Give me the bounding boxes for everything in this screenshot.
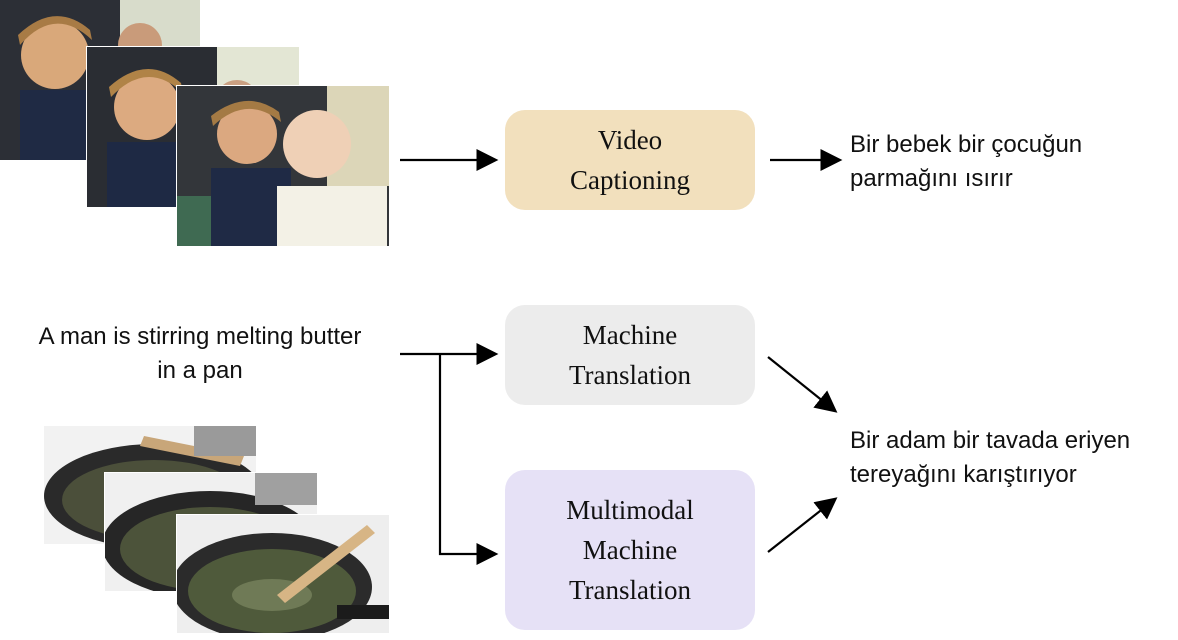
multimodal-line-1: Multimodal [566, 495, 694, 525]
machine-translation-line-1: Machine [582, 320, 678, 350]
video-captioning-line-2: Captioning [570, 165, 690, 195]
caption-output-line-1: Bir bebek bir çocuğun [850, 131, 1083, 158]
machine-translation-box: Machine Translation [505, 305, 755, 405]
video-captioning-line-1: Video [597, 125, 663, 155]
pan-frame-3 [176, 514, 390, 634]
source-sentence-text: A man is stirring melting butter in a pa… [0, 320, 400, 388]
butter-pan-video-frame-icon [177, 515, 389, 633]
arrow-mmt-to-output [767, 497, 838, 553]
translation-output-line-2: tereyağını karıştırıyor [850, 461, 1077, 488]
multimodal-line-2: Machine [582, 535, 678, 565]
source-sentence-line-2: in a pan [157, 357, 243, 384]
translation-output-line-1: Bir adam bir tavada eriyen [850, 427, 1131, 454]
arrow-mt-to-output [767, 356, 838, 413]
caption-output-line-2: parmağını ısırır [850, 165, 1013, 192]
caption-output-text: Bir bebek bir çocuğun parmağını ısırır [850, 128, 1160, 196]
machine-translation-line-2: Translation [568, 360, 691, 390]
translation-output-text: Bir adam bir tavada eriyen tereyağını ka… [850, 424, 1178, 492]
children-video-frame-icon [177, 86, 389, 246]
source-sentence-line-1: A man is stirring melting butter [38, 323, 362, 350]
arrow-source-to-mmt [438, 354, 499, 565]
video-captioning-box: Video Captioning [505, 110, 755, 210]
multimodal-line-3: Translation [568, 575, 691, 605]
video-frame-3 [176, 85, 390, 247]
multimodal-machine-translation-box: Multimodal Machine Translation [505, 470, 755, 630]
